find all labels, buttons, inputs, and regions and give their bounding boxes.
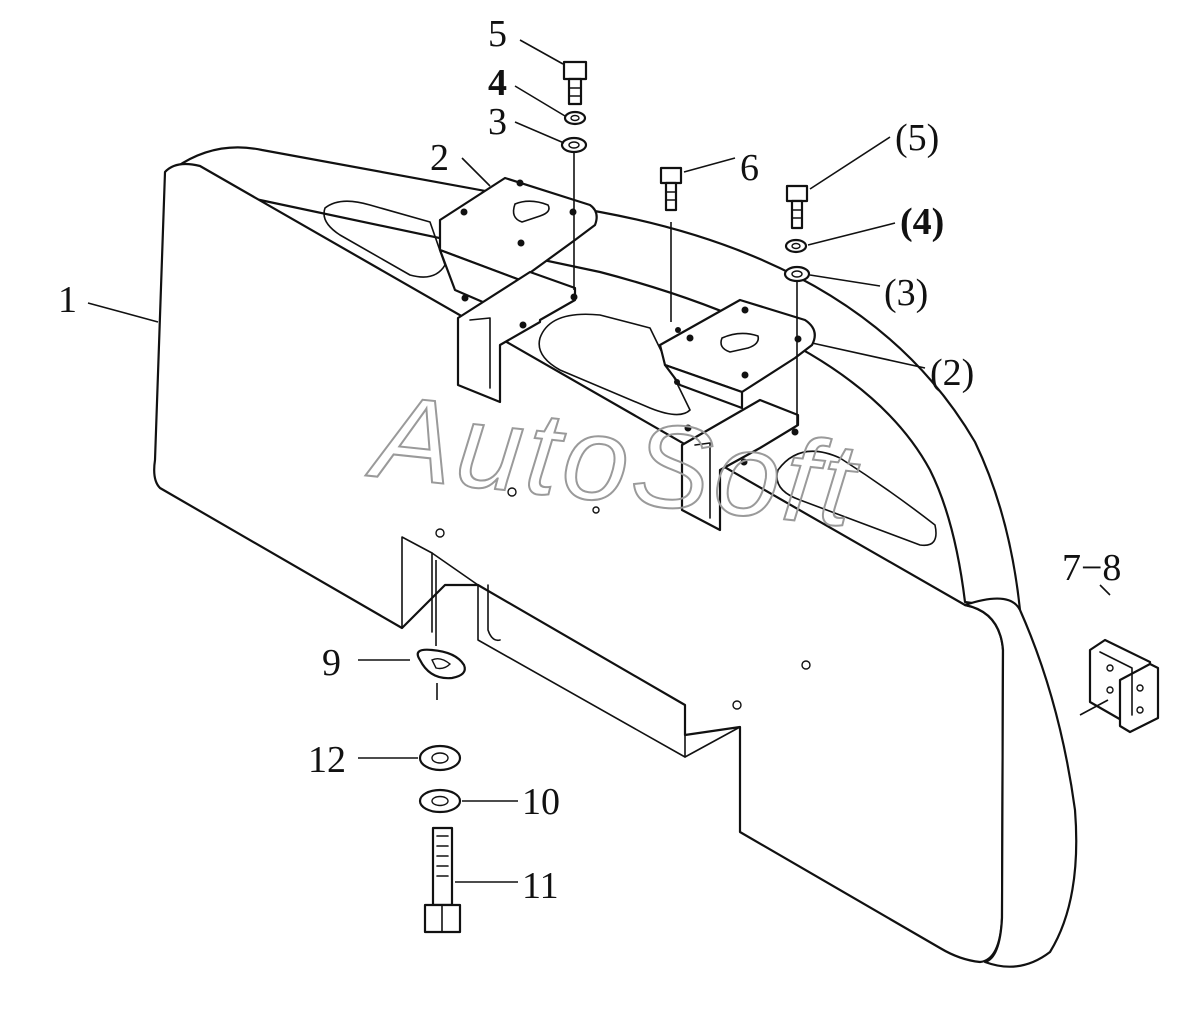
spring-washer-4-right	[784, 238, 808, 254]
washer-10	[418, 788, 462, 814]
shim-9	[416, 648, 466, 680]
callout-7-8: 7−8	[1062, 547, 1121, 589]
callout-4-paren: (4)	[900, 201, 944, 243]
callout-2-paren: (2)	[930, 352, 974, 394]
callout-5-paren: (5)	[895, 117, 939, 159]
callout-3-paren: (3)	[884, 272, 928, 314]
counterweight-body	[153, 146, 1078, 968]
callout-3: 3	[488, 101, 507, 143]
bolt-5-right	[785, 184, 809, 230]
flat-washer-3-left	[560, 136, 588, 154]
callout-10: 10	[522, 781, 560, 823]
callout-12: 12	[308, 739, 346, 781]
callout-labels: 1 2 3 4 5 6 (5) (4) (3) (2) 7−8 9 12 10 …	[58, 13, 1121, 907]
bolt-11	[423, 826, 462, 934]
callout-6: 6	[740, 147, 759, 189]
callout-11: 11	[522, 865, 559, 907]
bolt-6	[659, 166, 683, 212]
mounting-bracket-right	[658, 298, 816, 532]
callout-5: 5	[488, 13, 507, 55]
bolt-5-left	[562, 60, 588, 106]
leader-lines	[87, 39, 1111, 883]
callout-2: 2	[430, 137, 449, 179]
callout-1: 1	[58, 279, 77, 321]
flat-washer-3-right	[783, 265, 811, 283]
washer-12	[418, 744, 462, 772]
mounting-bracket-left	[438, 176, 598, 404]
spring-washer-4-left	[563, 110, 587, 126]
bracket-7-8	[1088, 638, 1160, 734]
callout-4: 4	[488, 62, 507, 104]
callout-9: 9	[322, 642, 341, 684]
